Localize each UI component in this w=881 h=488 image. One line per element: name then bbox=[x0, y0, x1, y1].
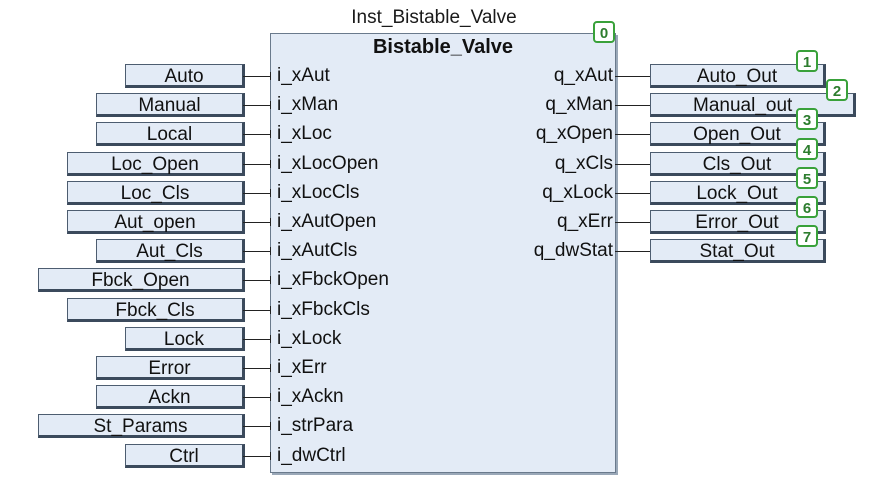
execution-order-badge: 5 bbox=[796, 167, 818, 189]
output-pin-label: q_xOpen bbox=[535, 123, 613, 144]
input-pin-label: i_xAckn bbox=[277, 386, 344, 407]
input-pin-label: i_xAut bbox=[277, 65, 330, 86]
input-wire-tick bbox=[270, 452, 271, 460]
input-wire bbox=[243, 397, 270, 398]
input-pin-label: i_xFbckOpen bbox=[277, 269, 389, 290]
output-wire bbox=[615, 193, 651, 194]
input-variable-box[interactable]: Loc_Open bbox=[67, 152, 245, 176]
input-wire bbox=[243, 456, 270, 457]
input-wire bbox=[243, 105, 270, 106]
block-instance-name[interactable]: Inst_Bistable_Valve bbox=[351, 7, 517, 28]
output-pin-label: q_xLock bbox=[542, 182, 613, 203]
input-wire-tick bbox=[270, 364, 271, 372]
input-wire bbox=[243, 251, 270, 252]
output-pin-label: q_xErr bbox=[557, 211, 613, 232]
output-wire bbox=[615, 222, 651, 223]
input-variable-box[interactable]: Aut_Cls bbox=[96, 239, 245, 263]
input-pin-label: i_xErr bbox=[277, 357, 327, 378]
input-variable-box[interactable]: Loc_Cls bbox=[67, 181, 245, 205]
input-variable-box[interactable]: Fbck_Open bbox=[38, 268, 245, 292]
input-wire-tick bbox=[270, 306, 271, 314]
input-wire-tick bbox=[270, 422, 271, 430]
output-wire bbox=[615, 76, 651, 77]
input-wire-tick bbox=[270, 276, 271, 284]
input-wire bbox=[243, 222, 270, 223]
input-pin-label: i_dwCtrl bbox=[277, 445, 346, 466]
output-wire bbox=[615, 134, 651, 135]
input-wire bbox=[243, 368, 270, 369]
function-block-body[interactable] bbox=[270, 33, 616, 473]
input-variable-box[interactable]: Error bbox=[96, 356, 245, 380]
input-pin-label: i_xLocOpen bbox=[277, 153, 379, 174]
input-variable-box[interactable]: Local bbox=[96, 122, 245, 146]
input-wire-tick bbox=[270, 247, 271, 255]
output-pin-label: q_xCls bbox=[554, 153, 613, 174]
input-wire bbox=[243, 164, 270, 165]
input-variable-box[interactable]: Fbck_Cls bbox=[67, 298, 245, 322]
block-type-name: Bistable_Valve bbox=[372, 36, 514, 58]
output-variable-box[interactable]: Stat_Out bbox=[650, 239, 826, 263]
input-pin-label: i_xLock bbox=[277, 328, 342, 349]
input-wire-tick bbox=[270, 72, 271, 80]
input-wire bbox=[243, 134, 270, 135]
input-wire bbox=[243, 426, 270, 427]
execution-order-badge: 4 bbox=[796, 138, 818, 160]
output-pin-label: q_xMan bbox=[545, 94, 613, 115]
input-variable-box[interactable]: Ctrl bbox=[125, 444, 245, 468]
execution-order-badge: 6 bbox=[796, 196, 818, 218]
output-variable-box[interactable]: Auto_Out bbox=[650, 64, 826, 88]
input-variable-box[interactable]: Ackn bbox=[96, 385, 245, 409]
output-wire bbox=[615, 105, 651, 106]
input-variable-box[interactable]: St_Params bbox=[38, 414, 245, 438]
input-wire bbox=[243, 193, 270, 194]
input-pin-label: i_xLocCls bbox=[277, 182, 360, 203]
output-wire bbox=[615, 251, 651, 252]
input-wire bbox=[243, 280, 270, 281]
output-pin-label: q_dwStat bbox=[533, 240, 613, 261]
input-wire bbox=[243, 339, 270, 340]
input-wire-tick bbox=[270, 189, 271, 197]
input-variable-box[interactable]: Lock bbox=[125, 327, 245, 351]
input-wire-tick bbox=[270, 101, 271, 109]
output-variable-box[interactable]: Manual_out bbox=[650, 93, 856, 117]
input-wire-tick bbox=[270, 130, 271, 138]
input-pin-label: i_xAutCls bbox=[277, 240, 358, 261]
execution-order-badge: 7 bbox=[796, 225, 818, 247]
execution-order-badge: 0 bbox=[593, 21, 615, 43]
input-pin-label: i_xMan bbox=[277, 94, 339, 115]
output-pin-label: q_xAut bbox=[553, 65, 613, 86]
input-wire bbox=[243, 310, 270, 311]
execution-order-badge: 1 bbox=[796, 50, 818, 72]
input-wire bbox=[243, 76, 270, 77]
input-pin-label: i_xLoc bbox=[277, 123, 332, 144]
input-pin-label: i_strPara bbox=[277, 415, 354, 436]
output-wire bbox=[615, 164, 651, 165]
input-pin-label: i_xAutOpen bbox=[277, 211, 377, 232]
execution-order-badge: 2 bbox=[826, 79, 848, 101]
input-variable-box[interactable]: Aut_open bbox=[67, 210, 245, 234]
input-pin-label: i_xFbckCls bbox=[277, 299, 370, 320]
execution-order-badge: 3 bbox=[796, 108, 818, 130]
input-wire-tick bbox=[270, 393, 271, 401]
input-variable-box[interactable]: Auto bbox=[125, 64, 245, 88]
input-wire-tick bbox=[270, 218, 271, 226]
input-variable-box[interactable]: Manual bbox=[96, 93, 245, 117]
input-wire-tick bbox=[270, 160, 271, 168]
input-wire-tick bbox=[270, 335, 271, 343]
